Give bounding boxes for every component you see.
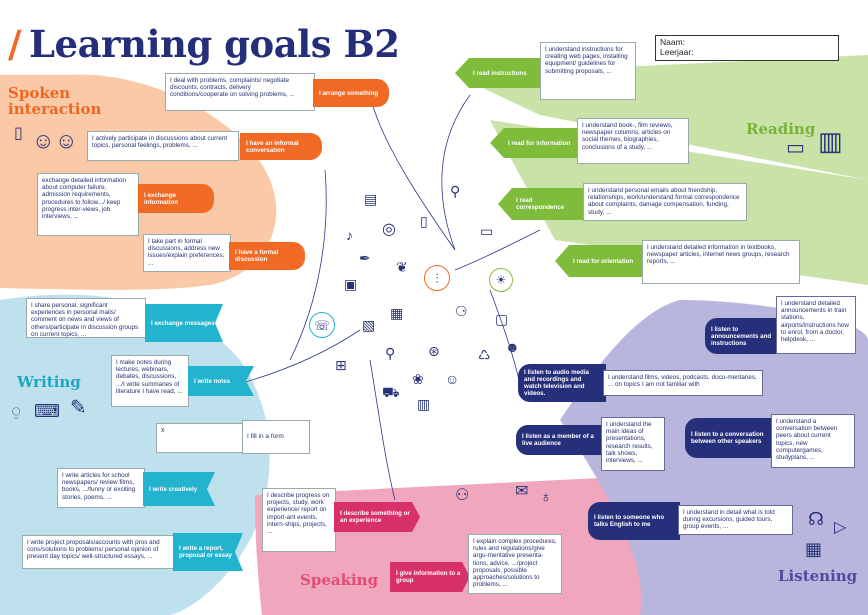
listening-announcements-text: I understand detailed announcements in t…: [776, 296, 856, 354]
monitor-icon: ▣: [344, 276, 358, 292]
book-open-icon: ▤: [364, 191, 378, 207]
slash-mark: /: [8, 22, 22, 66]
recycle-icon: ♺: [478, 347, 491, 363]
gamepad-icon: ⚆: [455, 303, 468, 319]
reading-information-text: I understand book-, film reviews, newspa…: [577, 118, 689, 164]
chart-icon: ⫶: [424, 265, 450, 291]
page-title-text: Learning goals B2: [29, 22, 400, 66]
lightbulb-icon: ☀: [489, 268, 513, 292]
connector-line: [489, 289, 521, 386]
speaking-group-text: I explain complex procedures, rules and …: [468, 534, 562, 594]
headphones-icon: ☊: [808, 509, 824, 529]
search-icon: ⚲: [385, 345, 396, 361]
reading-orientation-text: I understand detailed information in tex…: [642, 240, 800, 284]
listening-media-text: I understand films, videos, podcasts, do…: [603, 370, 763, 396]
connector-line: [234, 329, 361, 386]
speech-icon: ✉: [515, 483, 529, 500]
writing-form-tag[interactable]: I fill in a form: [242, 420, 310, 454]
reading-correspondence-text: I understand personal emails about frien…: [583, 183, 747, 221]
listening-conversation-text: I understand a conversation between peer…: [771, 414, 855, 468]
listening-announcements-tag[interactable]: I listen to announcements and instructio…: [705, 318, 783, 354]
spoken-formal-tag[interactable]: I have a formal discussion: [229, 242, 305, 270]
listening-someone-tag[interactable]: I listen to someone who talks English to…: [588, 502, 680, 540]
connector-line: [289, 169, 327, 361]
spoken-formal-text: I take part in formal discussions, addre…: [143, 234, 231, 272]
telescope-icon: ⚲: [450, 183, 461, 199]
computer-icon: ▭: [480, 223, 494, 239]
name-label: Naam:: [660, 37, 686, 47]
tablet-icon: ▯: [420, 213, 428, 229]
palette-icon: ❀: [412, 371, 424, 387]
page-title: /Learning goals B2: [8, 22, 400, 66]
writing-form-text[interactable]: x: [156, 423, 244, 453]
newspaper-icon: ▧: [362, 317, 376, 333]
spoken-informal-text: I actively participate in discussions ab…: [87, 131, 239, 161]
reading-orientation-tag[interactable]: I read for orientation: [555, 245, 645, 277]
document-icon: ✎: [70, 397, 87, 419]
connector-line: [454, 229, 541, 271]
pen-icon: ✒: [359, 250, 371, 266]
listening-conversation-tag[interactable]: I listen to a conversation between other…: [685, 418, 775, 458]
listening-live-tag[interactable]: I listen as a member of a live audience: [516, 425, 608, 455]
writing-report-text: I write project proposals/accounts with …: [22, 535, 174, 569]
car-icon: ⛟: [382, 384, 400, 400]
spoken-arrange-text: I deal with problems, complaints/ negoti…: [165, 73, 315, 111]
connector-line: [441, 94, 471, 251]
writing-creative-tag[interactable]: I write creatively: [143, 472, 215, 506]
writing-notes-text: I make notes during lectures, webinars, …: [111, 355, 189, 407]
open-book-icon: ▥: [417, 396, 431, 412]
connector-line: [369, 94, 456, 251]
music-player-icon: ▢: [495, 311, 509, 327]
reading-instructions-tag[interactable]: I read instructions: [455, 58, 543, 88]
theater-icon: ☻: [505, 339, 520, 355]
speaking-group-tag[interactable]: I give information to a group: [390, 562, 470, 592]
name-year-box[interactable]: Naam: Leerjaar:: [655, 35, 839, 61]
reading-information-tag[interactable]: I read for information: [490, 128, 580, 158]
section-title-listening: Listening: [778, 567, 858, 585]
people-icon: ☺: [32, 128, 55, 153]
writing-messages-tag[interactable]: I exchange messages: [145, 304, 223, 342]
presentation-icon: ⚇: [455, 487, 470, 504]
spoken-arrange-tag[interactable]: I arrange something: [313, 79, 389, 107]
reading-instructions-text: I understand instructions for creating w…: [540, 42, 636, 100]
mouse-icon: ⍜: [12, 403, 21, 419]
reader-icon: ☺: [445, 371, 460, 387]
medical-icon: ⊞: [335, 357, 347, 373]
apple-icon: ❦: [396, 259, 408, 275]
writing-notes-tag[interactable]: I write notes: [188, 366, 254, 396]
speaking-describe-text: I describe progress on projects, study, …: [262, 488, 336, 552]
section-title-speaking: Speaking: [300, 571, 379, 589]
book-icon: ▥: [818, 126, 843, 156]
target-icon: ◎: [382, 221, 396, 238]
section-title-writing: Writing: [17, 373, 81, 391]
compass-icon: ⊛: [428, 343, 440, 359]
laptop-icon: ▭: [786, 137, 805, 159]
microphone-icon: ♁: [540, 489, 552, 506]
listening-media-tag[interactable]: I listen to audio media and recordings a…: [518, 364, 606, 402]
radio-icon: ▦: [805, 539, 823, 559]
year-label: Leerjaar:: [660, 46, 694, 57]
person-icon: ☺: [55, 128, 78, 153]
spoken-exchange-text: exchange detailed information about comp…: [37, 173, 139, 236]
speech-bubble-icon: ☏: [309, 312, 335, 338]
listening-someone-text: I understand in detail what is told duri…: [678, 505, 793, 535]
section-title-reading: Reading: [746, 120, 816, 138]
spoken-informal-tag[interactable]: I have an informal conversation: [240, 133, 322, 160]
writing-messages-text: I share personal, significant experience…: [26, 298, 146, 338]
listening-live-text: I understand the main ideas of presentat…: [601, 417, 665, 471]
microphone-small-icon: ♪: [346, 227, 353, 243]
calculator-icon: ▦: [390, 305, 404, 321]
phone-icon: ▯: [14, 125, 23, 142]
reading-correspondence-tag[interactable]: I read correspondence: [498, 188, 586, 220]
connector-line: [369, 359, 396, 501]
writing-report-tag[interactable]: I write a report, proposal or essay: [173, 533, 243, 571]
speaking-describe-tag[interactable]: I describe something or an experience: [334, 502, 420, 532]
spoken-exchange-tag[interactable]: I exchange information: [138, 184, 214, 213]
section-title-spoken: Spoken interaction: [8, 84, 102, 118]
keyboard-icon: ⌨: [34, 401, 60, 421]
writing-creative-text: I write articles for school newspapers/ …: [57, 468, 145, 508]
video-icon: ▷: [834, 519, 847, 536]
